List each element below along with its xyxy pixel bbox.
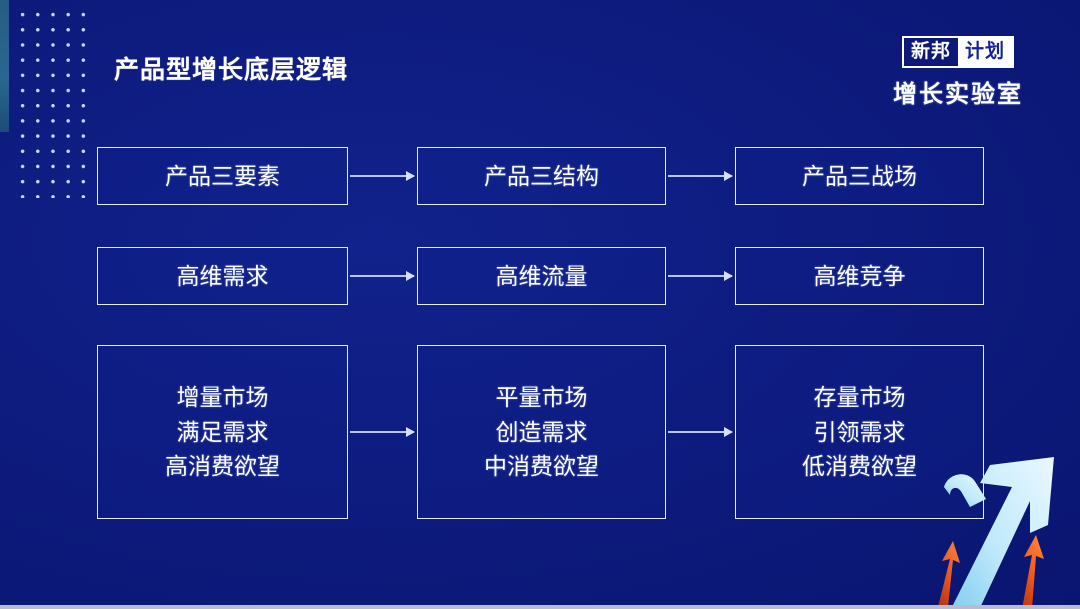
flow-node-r3c3-line1: 存量市场 bbox=[813, 384, 906, 411]
flow-node-r3c3-line2: 引领需求 bbox=[813, 418, 906, 445]
brand-badge: 新邦 计划 bbox=[901, 36, 1015, 68]
flow-node-r3c2-line2: 创造需求 bbox=[495, 418, 588, 445]
brand-badge-right-text: 计划 bbox=[958, 38, 1013, 66]
connector-arrow-r1-b bbox=[668, 171, 733, 181]
connector-arrow-r2-b bbox=[668, 271, 733, 281]
flow-node-r1c3[interactable]: 产品三战场 bbox=[735, 147, 984, 205]
brand-logo: 新邦 计划 增长实验室 bbox=[878, 36, 1038, 109]
bottom-strip bbox=[0, 605, 1080, 609]
left-accent-bar bbox=[0, 0, 9, 132]
flow-node-r1c2[interactable]: 产品三结构 bbox=[417, 147, 666, 205]
flow-node-r2c3[interactable]: 高维竞争 bbox=[735, 247, 984, 305]
flow-node-r2c1[interactable]: 高维需求 bbox=[97, 247, 348, 305]
flow-node-r2c2[interactable]: 高维流量 bbox=[417, 247, 666, 305]
flow-node-r3c1-line2: 满足需求 bbox=[176, 418, 269, 445]
flow-node-r3c1[interactable]: 增量市场 满足需求 高消费欲望 bbox=[97, 345, 348, 519]
page-title: 产品型增长底层逻辑 bbox=[114, 56, 349, 84]
flow-node-r3c3-line3: 低消费欲望 bbox=[802, 453, 917, 480]
connector-arrow-r3-a bbox=[350, 427, 415, 437]
flow-node-r3c2-line3: 中消费欲望 bbox=[484, 453, 599, 480]
brand-badge-left-text: 新邦 bbox=[910, 41, 951, 62]
dot-grid-decoration bbox=[11, 2, 91, 198]
flow-node-r3c3[interactable]: 存量市场 引领需求 低消费欲望 bbox=[735, 345, 984, 519]
flow-node-r3c1-line3: 高消费欲望 bbox=[165, 453, 280, 480]
brand-subtitle: 增长实验室 bbox=[893, 81, 1023, 108]
flow-node-r1c1[interactable]: 产品三要素 bbox=[97, 147, 348, 205]
flow-node-r3c1-line1: 增量市场 bbox=[176, 384, 269, 411]
connector-arrow-r3-b bbox=[668, 427, 733, 437]
flow-node-r3c2-line1: 平量市场 bbox=[495, 384, 588, 411]
connector-arrow-r2-a bbox=[350, 271, 415, 281]
flow-node-r3c2[interactable]: 平量市场 创造需求 中消费欲望 bbox=[417, 345, 666, 519]
connector-arrow-r1-a bbox=[350, 171, 415, 181]
